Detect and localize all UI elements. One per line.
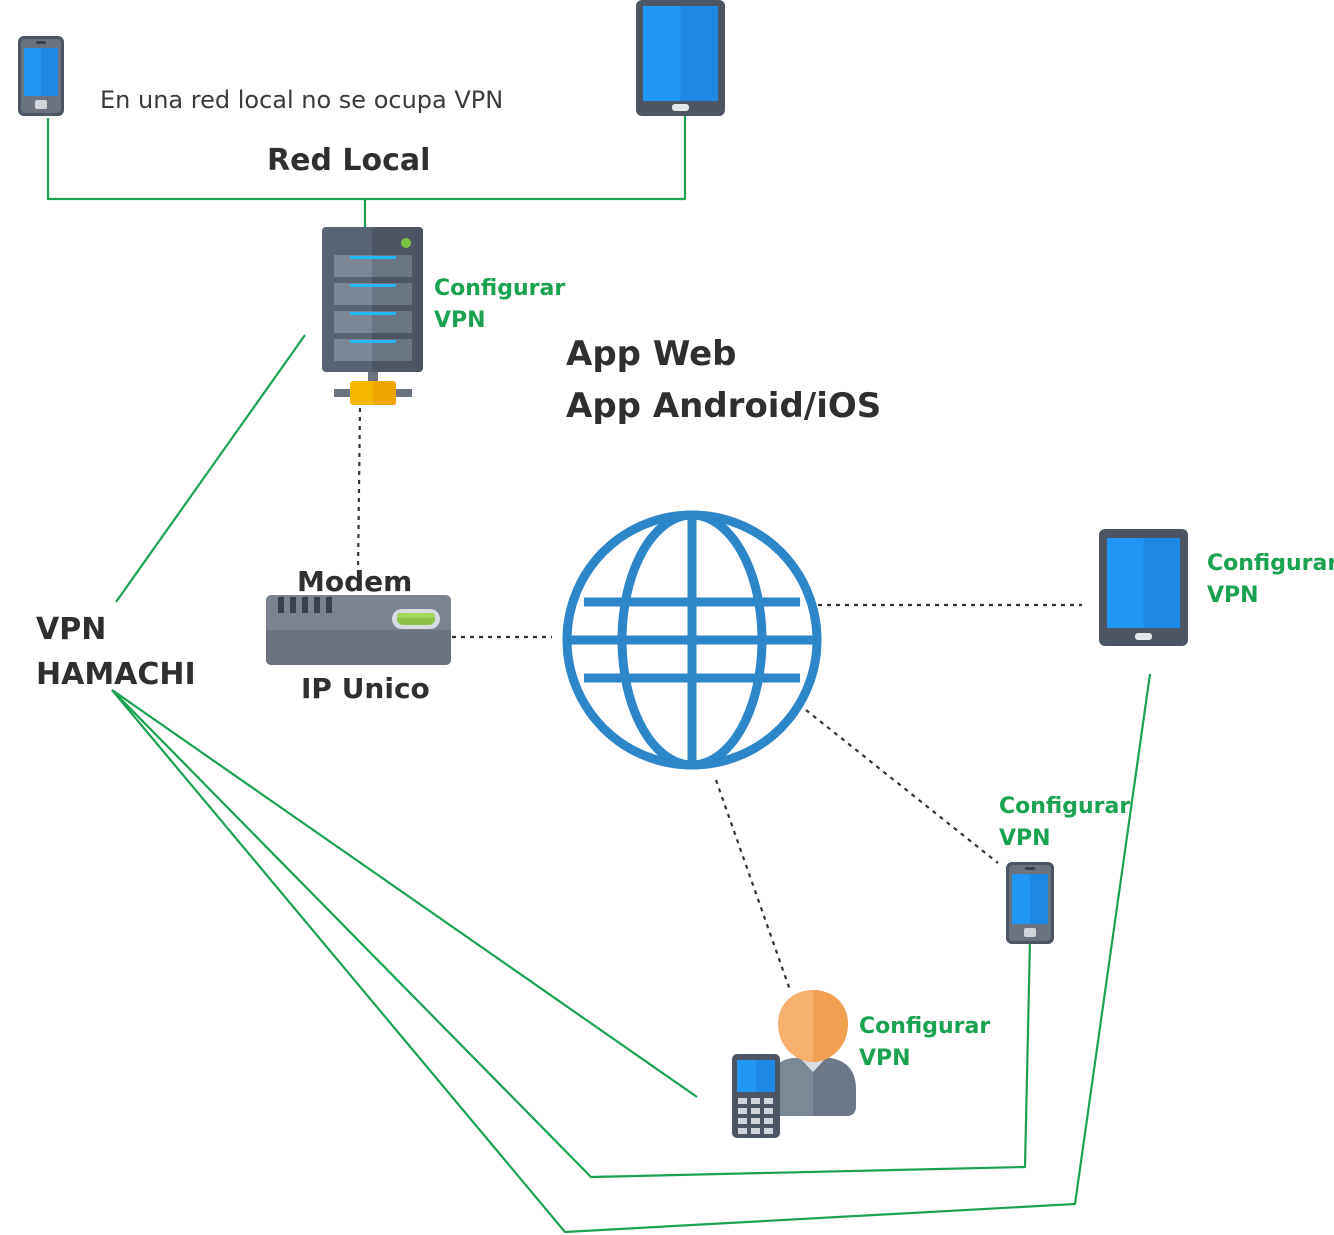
vpn-text: VPN xyxy=(1207,583,1259,608)
vpn-line-user xyxy=(111,689,698,1098)
configurar-text: Configurar xyxy=(1207,551,1334,576)
modem-icon xyxy=(266,595,451,665)
tablet-icon xyxy=(636,0,725,116)
configurar-text: Configurar xyxy=(999,794,1131,819)
vpn-label: VPN xyxy=(36,612,107,647)
server-icon xyxy=(322,227,423,405)
server-config-label: Configurar VPN xyxy=(434,273,565,337)
globe-icon xyxy=(562,510,822,770)
note-text: En una red local no se ocupa VPN xyxy=(100,86,504,114)
phone-config-label: Configurar VPN xyxy=(999,791,1130,855)
vpn-line-server xyxy=(115,334,306,603)
phone-icon xyxy=(18,36,64,116)
vpn-text: VPN xyxy=(859,1046,911,1071)
vpn-text: VPN xyxy=(434,308,486,333)
lan-line-phone xyxy=(46,112,687,201)
red-local-label: Red Local xyxy=(267,143,431,178)
dotted-globe-phone xyxy=(805,709,999,864)
configurar-text: Configurar xyxy=(434,276,566,301)
user-config-label: Configurar VPN xyxy=(859,1011,990,1075)
vpn-line-tablet xyxy=(111,673,1152,1234)
ip-unico-label: IP Unico xyxy=(301,672,430,705)
vpn-hamachi-label: VPN HAMACHI xyxy=(36,607,196,697)
app-mobile-label: App Android/iOS xyxy=(566,386,882,426)
user-icon xyxy=(770,990,856,1116)
tablet-config-label: Configurar VPN xyxy=(1207,548,1334,612)
hamachi-label: HAMACHI xyxy=(36,657,196,692)
configurar-text: Configurar xyxy=(859,1014,991,1039)
keypad-phone-icon xyxy=(732,1054,780,1138)
app-web-label: App Web xyxy=(566,334,737,374)
tablet-icon xyxy=(1099,529,1188,646)
dotted-server-modem xyxy=(356,407,362,571)
modem-label: Modem xyxy=(297,565,413,598)
vpn-text: VPN xyxy=(999,826,1051,851)
app-title: App Web App Android/iOS xyxy=(566,328,881,432)
phone-icon xyxy=(1006,862,1054,944)
dotted-globe-user xyxy=(714,779,792,991)
green-connections xyxy=(46,112,1152,1234)
vpn-line-phone xyxy=(111,689,1032,1179)
dotted-connections xyxy=(356,407,1082,991)
